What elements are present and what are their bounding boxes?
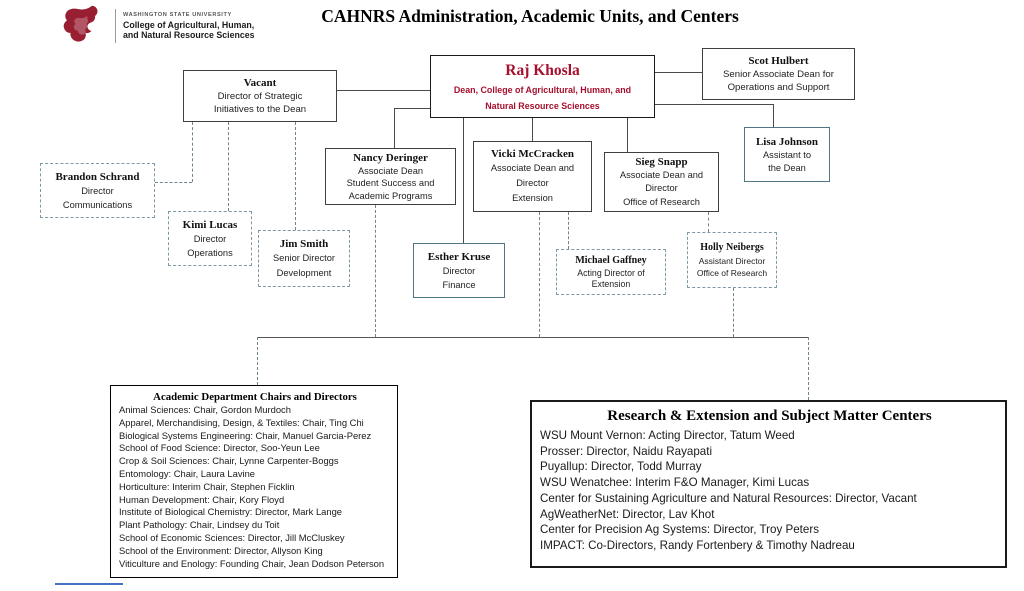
- list-item: Crop & Soil Sciences: Chair, Lynne Carpe…: [119, 455, 339, 467]
- connector-bus-research: [808, 337, 809, 400]
- person-role: Associate Dean and Director Extension: [490, 163, 575, 203]
- person-name: Vacant: [243, 77, 277, 89]
- connector-sieg-holly: [708, 212, 709, 232]
- logo-college-line2: and Natural Resource Sciences: [123, 30, 255, 40]
- org-box-brandon-schrand: Brandon Schrand Director Communications: [40, 163, 155, 218]
- connector-raj-esther: [463, 118, 464, 243]
- research-panel-list: WSU Mount Vernon: Acting Director, Tatum…: [540, 428, 999, 554]
- org-box-nancy-deringer: Nancy Deringer Associate Dean Student Su…: [325, 148, 456, 205]
- org-box-lisa-johnson: Lisa Johnson Assistant to the Dean: [744, 127, 830, 182]
- connector-holly-bus: [733, 288, 734, 337]
- person-name: Esther Kruse: [427, 250, 491, 263]
- connector-raj-sieg: [627, 118, 628, 152]
- connector-raj-nancy-h: [394, 108, 430, 109]
- connector-vacant-jim: [295, 122, 296, 230]
- connector-vicki-bus: [539, 212, 540, 337]
- person-role: Assistant to the Dean: [762, 149, 812, 173]
- logo-divider: [115, 9, 116, 43]
- list-item: IMPACT: Co-Directors, Randy Fortenbery &…: [540, 538, 855, 552]
- connector-bus-academic: [257, 337, 258, 385]
- research-panel-title: Research & Extension and Subject Matter …: [607, 408, 932, 424]
- list-item: WSU Wenatchee: Interim F&O Manager, Kimi…: [540, 476, 810, 490]
- person-name: Brandon Schrand: [55, 170, 140, 183]
- connector-raj-vacant: [337, 90, 430, 91]
- wsu-logo-block: WASHINGTON STATE UNIVERSITY College of A…: [60, 4, 280, 48]
- connector-raj-lisa-v: [773, 104, 774, 127]
- person-name: Scot Hulbert: [748, 55, 809, 67]
- person-role: Senior Associate Dean for Operations and…: [723, 69, 834, 93]
- person-name: Jim Smith: [279, 237, 329, 250]
- person-role: Acting Director of Extension: [577, 267, 645, 290]
- list-item: Apparel, Merchandising, Design, & Textil…: [119, 416, 364, 428]
- person-name: Holly Neibergs: [700, 242, 764, 253]
- list-item: School of Food Science: Director, Soo-Ye…: [119, 442, 320, 454]
- connector-raj-lisa-h: [655, 104, 773, 105]
- person-role: Director Communications: [62, 185, 133, 210]
- person-role: Assistant Director Office of Research: [696, 256, 768, 278]
- list-item: Animal Sciences: Chair, Gordon Murdoch: [119, 404, 291, 415]
- connector-vacant-brandon-h: [155, 182, 192, 183]
- list-item: Human Development: Chair, Kory Floyd: [119, 493, 285, 505]
- connector-vacant-kimi: [228, 122, 229, 211]
- person-role: Director of Strategic Initiatives to the…: [213, 91, 307, 115]
- connector-raj-vicki: [532, 118, 533, 141]
- connector-bus-line: [257, 337, 808, 338]
- page-title: CAHNRS Administration, Academic Units, a…: [321, 6, 739, 26]
- org-box-jim-smith: Jim Smith Senior Director Development: [258, 230, 350, 287]
- connector-raj-scot: [655, 72, 702, 73]
- org-box-holly-neibergs: Holly Neibergs Assistant Director Office…: [687, 232, 777, 288]
- org-box-michael-gaffney: Michael Gaffney Acting Director of Exten…: [556, 249, 666, 295]
- logo-university-text: WASHINGTON STATE UNIVERSITY: [123, 11, 232, 18]
- connector-nancy-bus: [375, 205, 376, 337]
- list-item: Center for Precision Ag Systems: Directo…: [540, 523, 819, 537]
- list-item: School of the Environment: Director, All…: [119, 544, 323, 556]
- org-box-dean-raj-khosla: Raj Khosla Dean, College of Agricultural…: [430, 55, 655, 118]
- list-item: AgWeatherNet: Director, Lav Khot: [540, 507, 715, 521]
- list-item: Entomology: Chair, Laura Lavine: [119, 467, 256, 479]
- person-name: Vicki McCracken: [491, 148, 574, 160]
- academic-departments-panel: Academic Department Chairs and Directors…: [110, 385, 398, 578]
- list-item: School of Economic Sciences: Director, J…: [119, 531, 345, 543]
- person-name: Kimi Lucas: [182, 218, 238, 231]
- list-item: Viticulture and Enology: Founding Chair,…: [119, 557, 385, 569]
- list-item: Prosser: Director, Naidu Rayapati: [540, 444, 713, 458]
- org-box-esther-kruse: Esther Kruse Director Finance: [413, 243, 505, 298]
- person-name: Raj Khosla: [505, 61, 580, 79]
- person-name: Lisa Johnson: [755, 135, 819, 148]
- logo-college-line1: College of Agricultural, Human,: [123, 19, 255, 30]
- list-item: Puyallup: Director, Todd Murray: [540, 460, 702, 474]
- person-name: Michael Gaffney: [575, 254, 647, 266]
- list-item: WSU Mount Vernon: Acting Director, Tatum…: [540, 429, 795, 442]
- list-item: Plant Pathology: Chair, Lindsey du Toit: [119, 519, 280, 531]
- org-box-scot-hulbert: Scot Hulbert Senior Associate Dean for O…: [702, 48, 855, 100]
- connector-vacant-brandon-v: [192, 122, 193, 182]
- person-role: Director Operations: [187, 233, 233, 258]
- org-box-vicki-mccracken: Vicki McCracken Associate Dean and Direc…: [473, 141, 592, 212]
- person-role: Director Finance: [442, 265, 476, 290]
- list-item: Horticulture: Interim Chair, Stephen Fic…: [119, 480, 295, 492]
- person-name: Nancy Deringer: [353, 151, 428, 164]
- list-item: Institute of Biological Chemistry: Direc…: [119, 506, 343, 518]
- connector-raj-nancy-v: [394, 108, 395, 148]
- person-name: Sieg Snapp: [635, 156, 688, 169]
- person-role: Dean, College of Agricultural, Human, an…: [453, 84, 632, 111]
- wsu-cougar-logo-icon: [63, 5, 98, 42]
- blue-line-artifact: [55, 583, 123, 585]
- person-role: Senior Director Development: [272, 252, 335, 278]
- person-role: Associate Dean Student Success and Acade…: [346, 165, 435, 201]
- list-item: Center for Sustaining Agriculture and Na…: [540, 491, 917, 505]
- connector-vicki-michael: [568, 212, 569, 249]
- person-role: Associate Dean and Director Office of Re…: [619, 170, 704, 207]
- org-box-vacant-strategic-initiatives: Vacant Director of Strategic Initiatives…: [183, 70, 337, 122]
- org-box-sieg-snapp: Sieg Snapp Associate Dean and Director O…: [604, 152, 719, 212]
- org-box-kimi-lucas: Kimi Lucas Director Operations: [168, 211, 252, 266]
- list-item: Biological Systems Engineering: Chair, M…: [119, 429, 372, 441]
- research-extension-centers-panel: Research & Extension and Subject Matter …: [530, 400, 1007, 568]
- academic-panel-title: Academic Department Chairs and Directors: [153, 391, 357, 403]
